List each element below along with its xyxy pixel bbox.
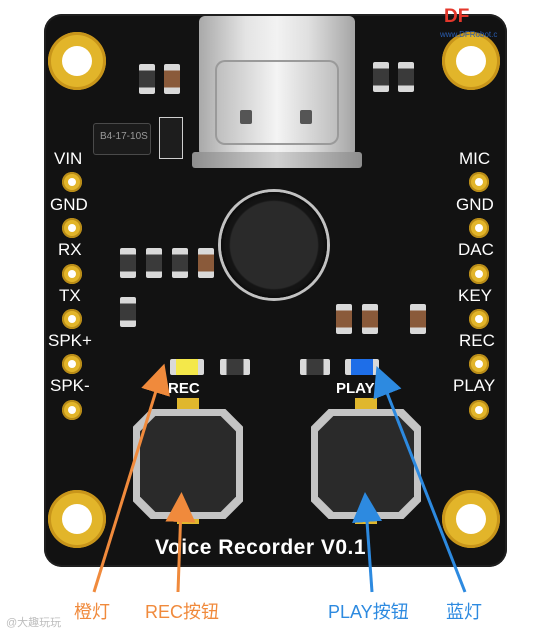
- pin-label-spk-plus: SPK+: [48, 331, 92, 350]
- pin-label-gnd-right: GND: [456, 195, 494, 214]
- rec-button-arrow: [165, 492, 196, 593]
- rec-button-annotation: REC按钮: [145, 602, 220, 622]
- brand-logo: DF: [444, 6, 470, 27]
- watermark: @大趣玩玩: [6, 617, 62, 629]
- pin-pad: [62, 264, 82, 284]
- pin-pad: [469, 354, 489, 374]
- pin-label-rx: RX: [58, 240, 82, 259]
- microphone: [221, 192, 327, 298]
- pin-pad: [469, 264, 489, 284]
- pin-label-key: KEY: [458, 286, 493, 305]
- play-button-arrow: [352, 492, 383, 593]
- pin-label-mic: MIC: [459, 149, 491, 168]
- pin-pad: [62, 354, 82, 374]
- smd-component: [410, 304, 426, 334]
- pin-pad: [62, 309, 82, 329]
- smd-component: [398, 62, 414, 92]
- pin-label-spk-minus: SPK-: [50, 376, 90, 395]
- mounting-hole-bottom-left: [48, 490, 106, 548]
- board-title: Voice Recorder V0.1: [155, 536, 367, 559]
- rec-silkscreen-label: REC: [168, 380, 200, 397]
- pin-label-vin: VIN: [54, 149, 83, 168]
- usb-c-port: [215, 60, 339, 145]
- smd-component: [198, 248, 214, 278]
- smd-component: [220, 359, 250, 375]
- mounting-hole-top-left: [48, 32, 106, 90]
- blue-led: [345, 359, 379, 375]
- smd-component: [146, 248, 162, 278]
- usb-c-base: [192, 152, 362, 168]
- pin-pad: [469, 218, 489, 238]
- play-silkscreen-label: PLAY: [336, 380, 375, 397]
- play-button-annotation: PLAY按钮: [328, 602, 409, 622]
- pin-label-gnd: GND: [50, 195, 88, 214]
- smd-component: [120, 248, 136, 278]
- pin-pad: [469, 400, 489, 420]
- smd-component: [139, 64, 155, 94]
- regulator-ic: [94, 124, 150, 154]
- mounting-hole-top-right: [442, 32, 500, 90]
- orange-led: [170, 359, 204, 375]
- smd-component: [362, 304, 378, 334]
- mounting-hole-bottom-right: [442, 490, 500, 548]
- blue-led-annotation: 蓝灯: [446, 602, 482, 622]
- smd-component: [300, 359, 330, 375]
- diode: [160, 118, 182, 158]
- smd-component: [164, 64, 180, 94]
- orange-led-arrow: [92, 363, 170, 593]
- pin-label-tx: TX: [59, 286, 81, 305]
- smd-component: [172, 248, 188, 278]
- blue-led-arrow: [373, 366, 467, 593]
- usb-pin: [240, 110, 252, 124]
- pin-pad: [62, 218, 82, 238]
- brand-url: www.DFRobot.c: [440, 30, 498, 39]
- smd-component: [120, 297, 136, 327]
- pin-pad: [469, 309, 489, 329]
- pin-pad: [62, 172, 82, 192]
- ic-marking: B4-17-10S: [100, 131, 148, 142]
- pin-pad: [469, 172, 489, 192]
- orange-led-annotation: 橙灯: [74, 602, 110, 622]
- pin-label-rec: REC: [459, 331, 495, 350]
- usb-pin: [300, 110, 312, 124]
- pin-pad: [62, 400, 82, 420]
- pin-label-play: PLAY: [453, 376, 496, 395]
- smd-component: [336, 304, 352, 334]
- pin-label-dac: DAC: [458, 240, 494, 259]
- smd-component: [373, 62, 389, 92]
